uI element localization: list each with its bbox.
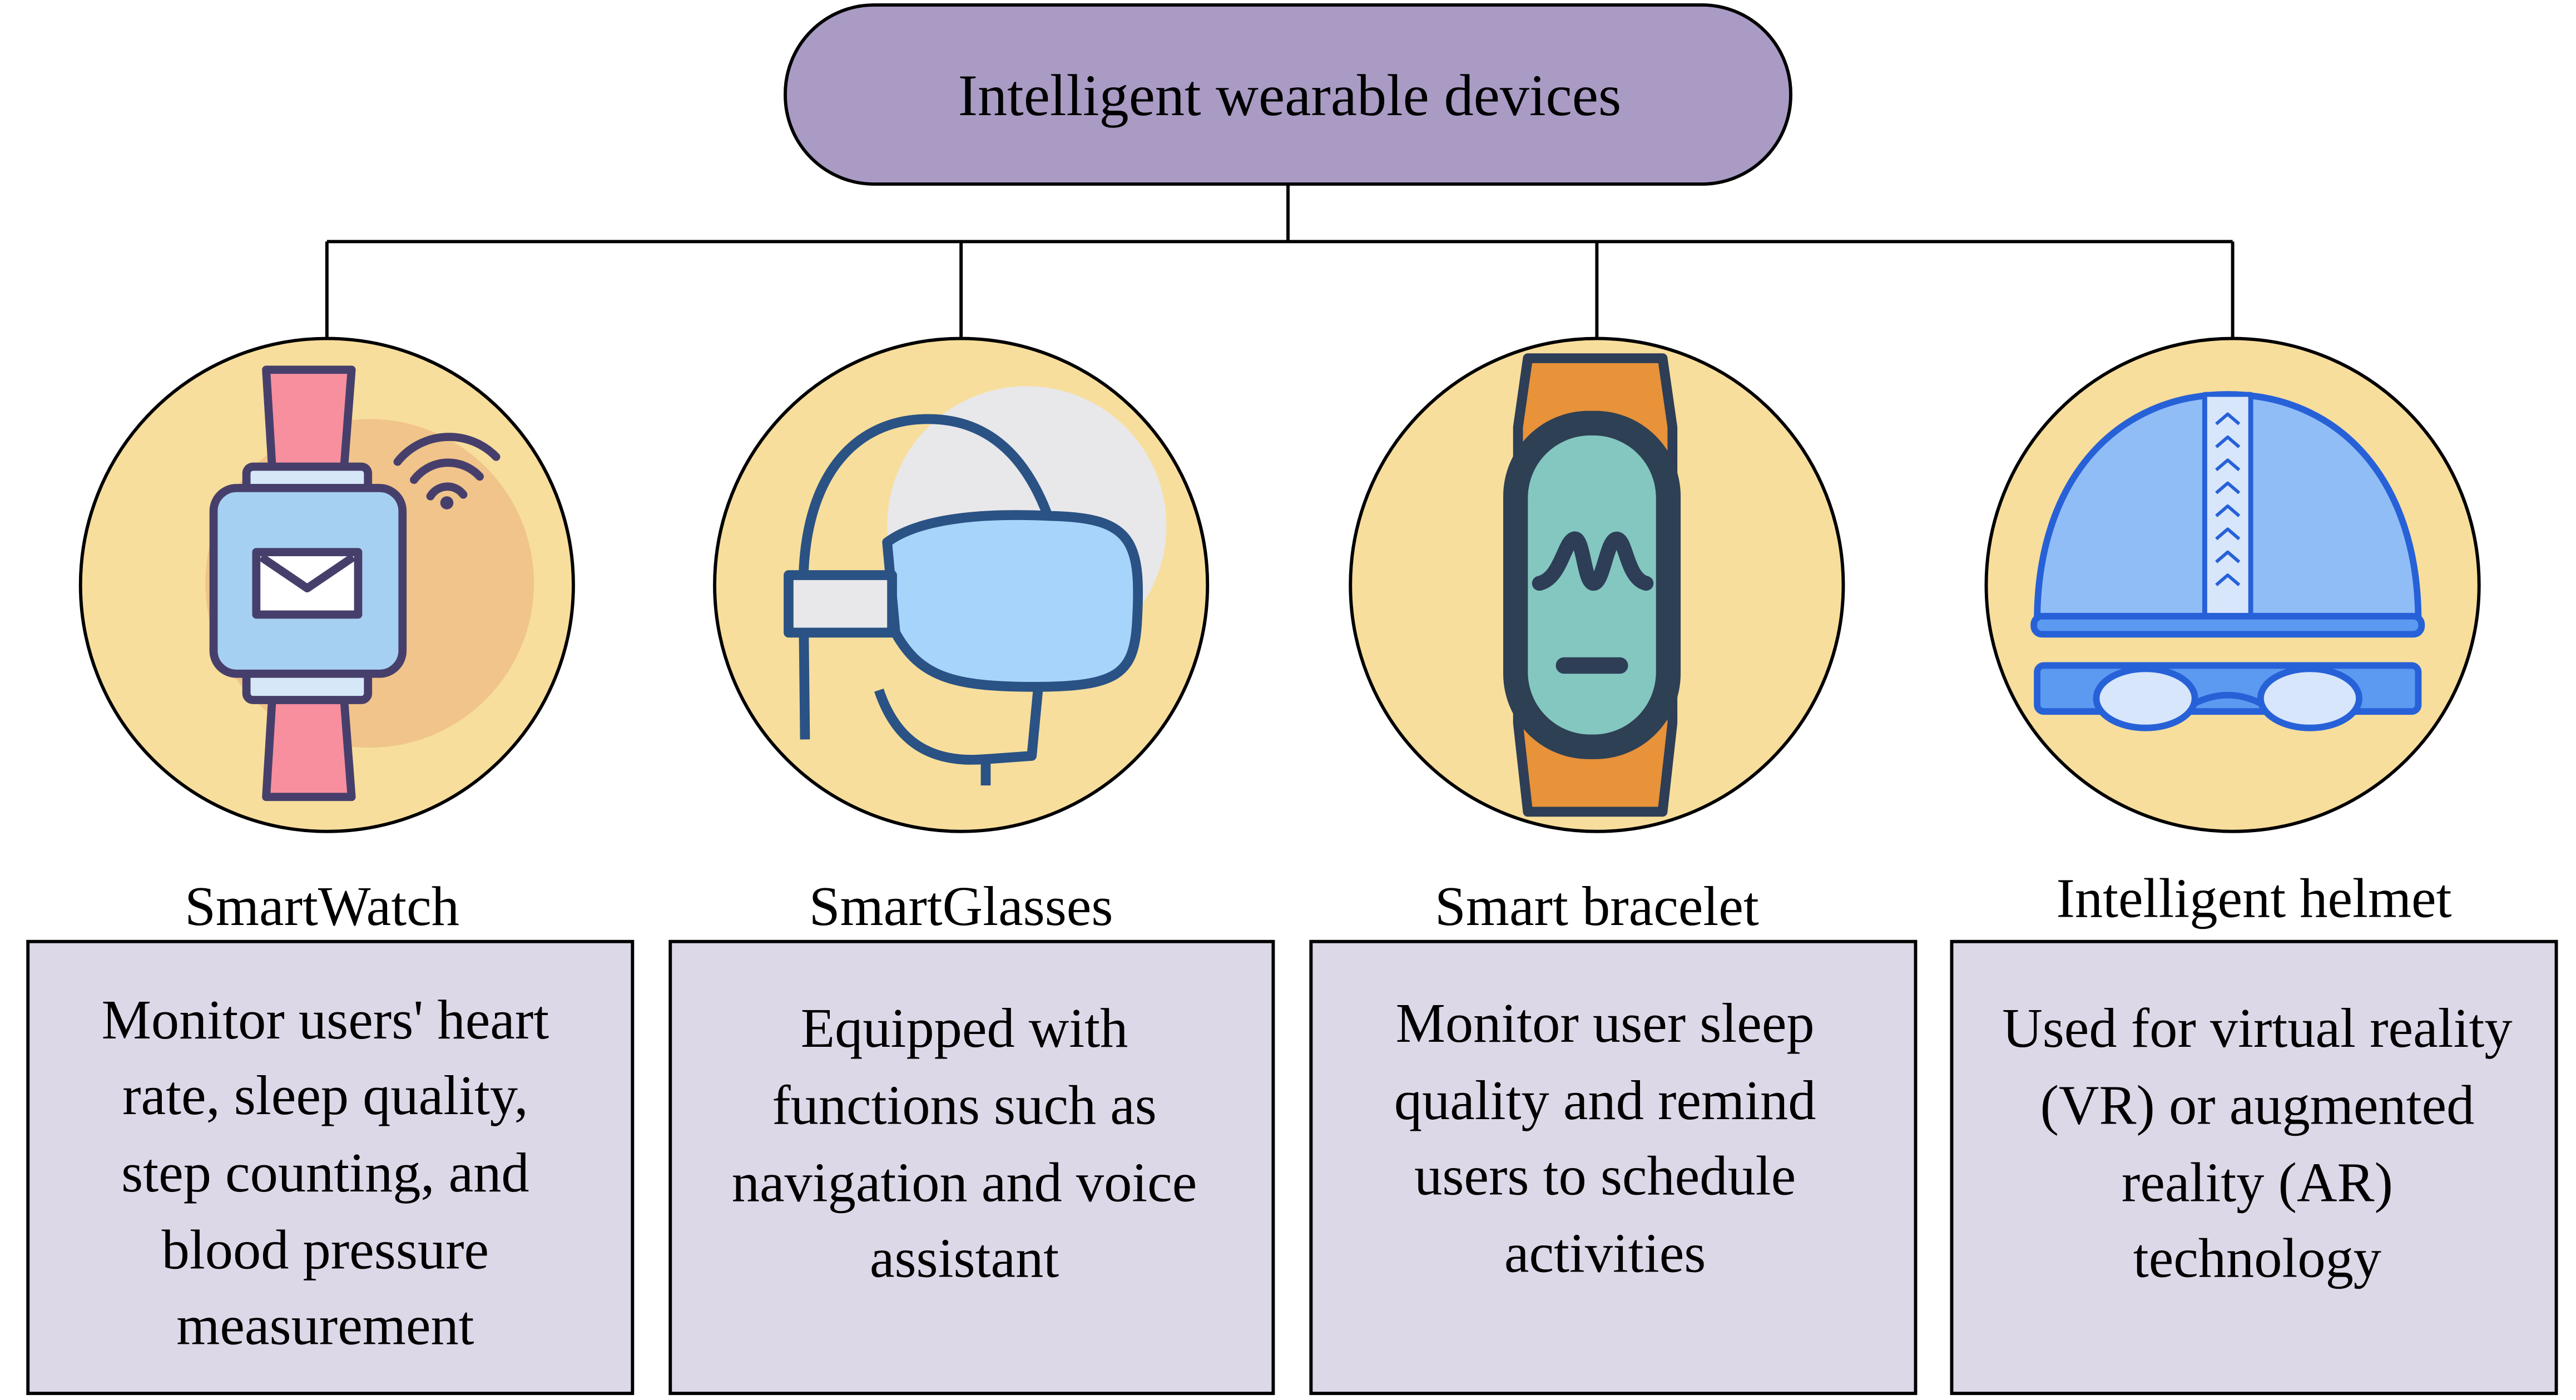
connector-lines	[325, 184, 2235, 340]
description-line: Monitor users' heart	[102, 989, 549, 1051]
device-name: SmartWatch	[185, 875, 459, 937]
description-line: blood pressure	[162, 1219, 489, 1281]
description-line: technology	[2133, 1227, 2381, 1289]
description-line: activities	[1504, 1223, 1706, 1284]
description-line: Used for virtual reality	[2002, 997, 2512, 1059]
device-labels: SmartWatch SmartGlasses Smart bracelet I…	[185, 867, 2452, 937]
description-line: Equipped with	[801, 997, 1128, 1059]
description-line: Monitor user sleep	[1396, 992, 1815, 1054]
fitness-band-icon	[1503, 353, 1681, 817]
description-line: reality (AR)	[2122, 1151, 2393, 1213]
description-line: step counting, and	[121, 1142, 529, 1204]
vr-headset-icon	[784, 386, 1167, 786]
description-line: rate, sleep quality,	[122, 1065, 528, 1126]
description-line: (VR) or augmented	[2040, 1075, 2474, 1136]
description-line: navigation and voice	[732, 1151, 1197, 1213]
device-name: Smart bracelet	[1435, 875, 1759, 937]
description-line: measurement	[176, 1295, 474, 1357]
helmet-goggles-icon	[2030, 391, 2425, 731]
root-title: Intelligent wearable devices	[958, 63, 1622, 128]
description-line: users to schedule	[1414, 1145, 1796, 1207]
root-node: Intelligent wearable devices	[784, 3, 1792, 186]
description-line: assistant	[870, 1227, 1059, 1289]
description-line: quality and remind	[1394, 1070, 1816, 1131]
device-name: Intelligent helmet	[2056, 867, 2451, 929]
smartwatch-icon	[205, 365, 534, 802]
description-line: functions such as	[772, 1075, 1157, 1136]
device-name: SmartGlasses	[809, 875, 1113, 937]
description-text: Monitor users' heart rate, sleep quality…	[102, 989, 2513, 1356]
description-boxes	[26, 939, 2558, 1396]
